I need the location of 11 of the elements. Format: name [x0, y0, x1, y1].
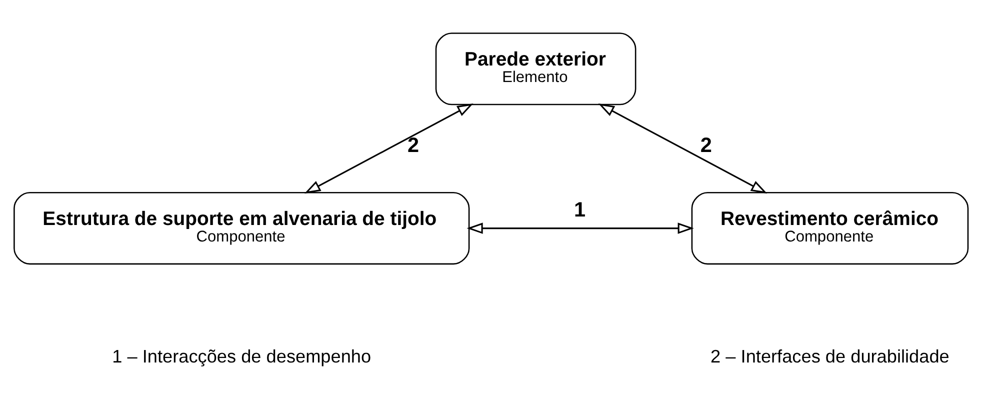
- edge-label: 2: [406, 134, 419, 158]
- node-box: Estrutura de suporte em alvenaria de tijolo Componente: [13, 192, 470, 265]
- node-box: Revestimento cerâmico Componente: [690, 192, 968, 265]
- edge-label: 1: [574, 198, 586, 222]
- node-box: Parede exterior Elemento: [434, 32, 636, 106]
- arrow: [466, 222, 694, 234]
- edge-label: 2: [700, 134, 712, 158]
- arrow: [304, 103, 473, 194]
- arrow: [598, 103, 767, 194]
- label: 2 – Interfaces de durabilidade: [710, 346, 949, 367]
- label: 1 – Interacções de desempenho: [112, 346, 371, 367]
